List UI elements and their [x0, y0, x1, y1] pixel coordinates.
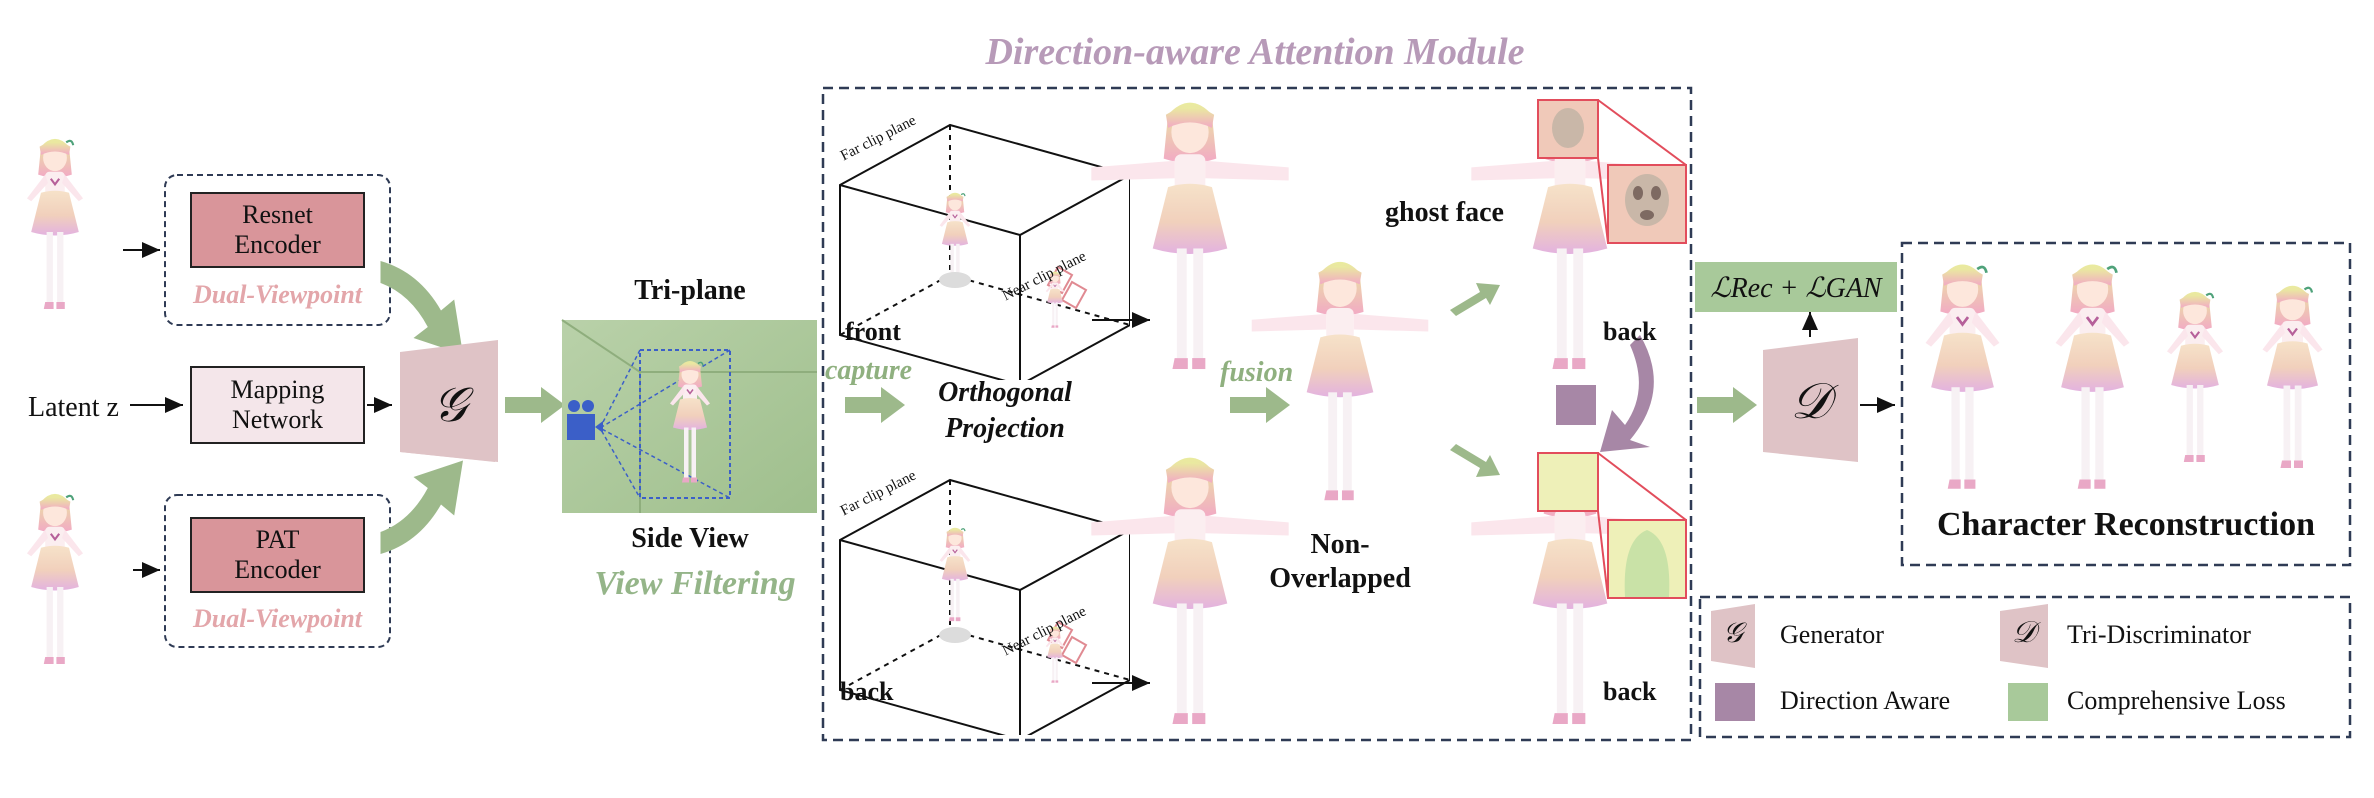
direction-aware-attention-module: [821, 86, 1693, 742]
legend-box: [1698, 595, 2352, 739]
legend-discriminator-symbol: 𝒟: [2012, 616, 2036, 649]
non-overlapped-label: Non- Overlapped: [1269, 529, 1411, 594]
back-label-right-bottom: back: [1603, 677, 1657, 706]
legend-discriminator-label: Tri-Discriminator: [2067, 620, 2251, 649]
capture-label: capture: [825, 355, 913, 386]
view-filtering-label: View Filtering: [594, 565, 796, 602]
legend-generator-label: Generator: [1780, 620, 1884, 649]
discriminator-symbol: 𝒟: [1790, 373, 1831, 429]
orthogonal-projection-label: Orthogonal Projection: [938, 377, 1072, 444]
fusion-label: fusion: [1220, 357, 1294, 388]
dual-viewpoint-label-bottom: Dual-Viewpoint: [192, 604, 363, 633]
legend-generator-swatch: [1711, 604, 1755, 668]
front-label: front: [845, 317, 901, 346]
dual-viewpoint-container-top: [164, 174, 391, 326]
camera-icon: [567, 400, 603, 440]
side-view-label: Side View: [631, 523, 749, 554]
legend-discriminator-swatch: [2000, 604, 2048, 668]
direction-aware-square: [1556, 385, 1596, 425]
dual-viewpoint-container-bottom: [164, 494, 391, 648]
character-back-left: [25, 492, 85, 666]
module-title: Direction-aware Attention Module: [985, 31, 1525, 73]
mapping-network: Mapping Network: [190, 366, 365, 444]
legend-generator-symbol: 𝒢: [1723, 618, 1743, 649]
back-label: back: [840, 677, 894, 706]
loss-label: ℒRec + ℒGAN: [1710, 273, 1882, 304]
character-front-left: [25, 137, 85, 311]
legend-direction-aware-label: Direction Aware: [1780, 686, 1951, 715]
triplane-label: Tri-plane: [634, 275, 746, 306]
character-reconstruction-label: Character Reconstruction: [1936, 506, 2315, 543]
back-label-right-top: back: [1603, 317, 1657, 346]
resnet-encoder: Resnet Encoder: [190, 192, 365, 268]
legend-comprehensive-loss-swatch: [2008, 683, 2048, 721]
loss-box: [1695, 262, 1897, 312]
legend-direction-aware-swatch: [1715, 683, 1755, 721]
generator-symbol: 𝒢: [432, 379, 468, 432]
pat-encoder: PAT Encoder: [190, 517, 365, 593]
dual-viewpoint-label-top: Dual-Viewpoint: [192, 280, 363, 309]
latent-z-label: Latent z: [28, 392, 119, 423]
discriminator-block: [1763, 338, 1858, 462]
ghost-face-label: ghost face: [1385, 197, 1504, 228]
character-reconstruction-box: [1900, 241, 2352, 567]
legend-comprehensive-loss-label: Comprehensive Loss: [2067, 686, 2286, 715]
